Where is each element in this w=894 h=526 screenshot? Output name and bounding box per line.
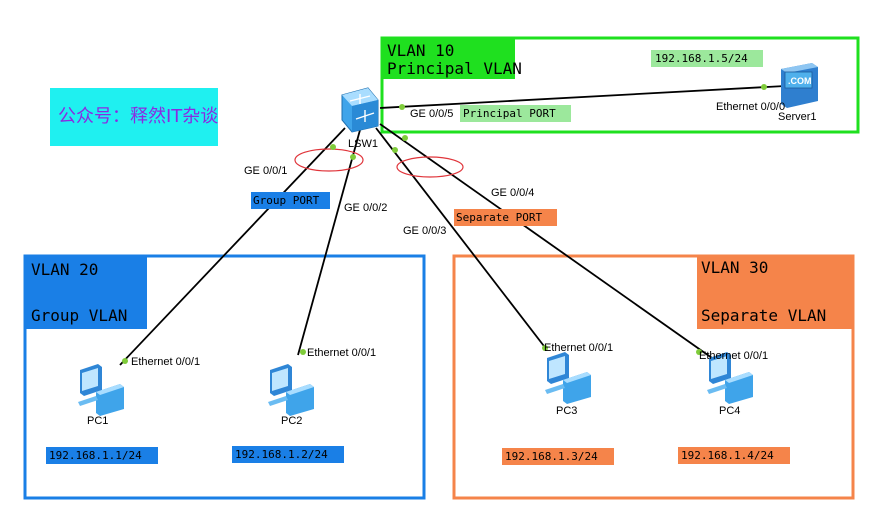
switch-label: LSW1	[348, 138, 378, 150]
vlan10-title: VLAN 10	[387, 41, 454, 60]
port-dot-g5	[399, 104, 405, 110]
server-ip: 192.168.1.5/24	[655, 52, 748, 65]
port-g3-label: GE 0/0/3	[403, 225, 446, 237]
watermark-box	[50, 88, 218, 146]
link-server	[379, 85, 786, 109]
server-label: Server1	[778, 111, 817, 123]
port-dot-g1	[330, 144, 336, 150]
link-pc4	[379, 123, 713, 359]
separate-port-tag: Separate PORT	[456, 211, 542, 224]
port-dot-g2	[350, 154, 356, 160]
server-icon[interactable]: .COM	[781, 63, 818, 108]
group-port-tag-bg	[251, 192, 330, 209]
pc4-ip-bg	[678, 447, 790, 464]
port-dot-g4	[402, 135, 408, 141]
pc2-ip: 192.168.1.2/24	[235, 448, 328, 461]
port-g4-label: GE 0/0/4	[491, 187, 534, 199]
separate-port-ring	[396, 156, 464, 178]
port-dots	[122, 84, 767, 364]
port-dot-pc3	[542, 345, 548, 351]
pc1-port-label: Ethernet 0/0/1	[131, 356, 200, 368]
port-dot-pc2	[300, 349, 306, 355]
vlan10-zone	[380, 36, 860, 134]
vlan20-subtitle: Group VLAN	[31, 306, 127, 325]
vlan10-title-bg	[383, 39, 515, 79]
port-dot-g3	[392, 147, 398, 153]
vlan30-title-bg	[697, 257, 852, 329]
vlan30-zone	[452, 254, 855, 500]
pc3-icon[interactable]	[545, 352, 591, 404]
pc2-port-label: Ethernet 0/0/1	[307, 347, 376, 359]
watermark-text: 公众号：释然IT杂谈	[58, 106, 218, 127]
pc2-icon[interactable]	[268, 364, 314, 416]
pc3-ip: 192.168.1.3/24	[505, 450, 598, 463]
pc2-label: PC2	[281, 415, 302, 427]
pc4-ip: 192.168.1.4/24	[681, 449, 774, 462]
separate-port-tag-bg	[454, 209, 557, 226]
server-port-label: Ethernet 0/0/0	[716, 101, 785, 113]
link-pc3	[375, 127, 548, 351]
pc4-label: PC4	[719, 405, 740, 417]
port-dot-pc1	[122, 358, 128, 364]
principal-port-tag-bg	[460, 105, 571, 122]
vlan20-title-bg	[26, 257, 147, 329]
vlan20-title: VLAN 20	[31, 260, 98, 279]
vlan30-subtitle: Separate VLAN	[701, 306, 826, 325]
link-pc1	[119, 127, 346, 366]
group-port-ring	[294, 148, 364, 172]
pc3-label: PC3	[556, 405, 577, 417]
pc1-ip-bg	[46, 447, 158, 464]
pc4-port-label: Ethernet 0/0/1	[699, 350, 768, 362]
switch-icon[interactable]	[341, 87, 379, 133]
server-ip-bg	[651, 50, 763, 67]
port-g1-label: GE 0/0/1	[244, 165, 287, 177]
vlan30-title: VLAN 30	[701, 258, 768, 277]
pc3-port-label: Ethernet 0/0/1	[544, 342, 613, 354]
port-g5-label: GE 0/0/5	[410, 108, 453, 120]
port-dot-server	[761, 84, 767, 90]
port-dot-pc4	[696, 349, 702, 355]
pc1-label: PC1	[87, 415, 108, 427]
pc2-ip-bg	[232, 446, 344, 463]
pc3-ip-bg	[502, 448, 614, 465]
principal-port-tag: Principal PORT	[463, 107, 556, 120]
pc1-ip: 192.168.1.1/24	[49, 449, 142, 462]
server-badge: .COM	[788, 76, 812, 86]
group-port-tag: Group PORT	[253, 194, 320, 207]
link-pc2	[297, 129, 361, 356]
pc1-icon[interactable]	[78, 364, 124, 416]
port-g2-label: GE 0/0/2	[344, 202, 387, 214]
pc4-icon[interactable]	[707, 352, 753, 404]
vlan10-subtitle: Principal VLAN	[387, 59, 522, 78]
